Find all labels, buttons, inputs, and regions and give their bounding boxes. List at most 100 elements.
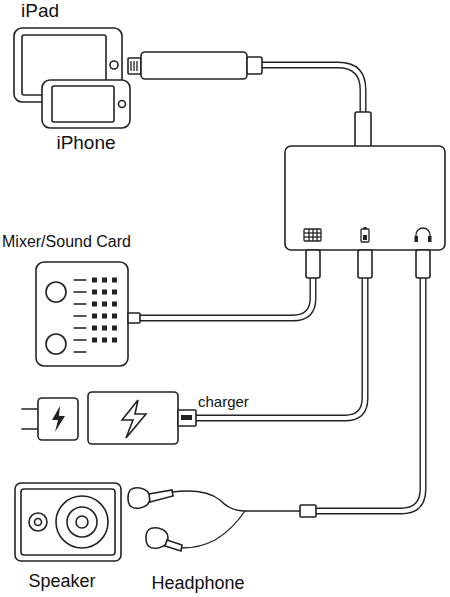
- lightning-plug-part: [247, 57, 262, 74]
- lightning-plug-part: [141, 52, 247, 79]
- battery-icon-part: [363, 235, 367, 240]
- mixer-controls-part: [92, 338, 97, 343]
- mixer-controls-part: [102, 290, 107, 295]
- battery-icon: [361, 227, 369, 242]
- wall-charger-part: [22, 408, 38, 410]
- iphone-device-part: [42, 80, 130, 128]
- wall-charger: [22, 392, 196, 444]
- headphone-icon-part: [428, 236, 432, 242]
- earphones-part: [149, 490, 173, 502]
- mixer-controls-part: [112, 314, 117, 319]
- keyboard-icon-part: [308, 229, 309, 241]
- wall-charger-part: [38, 398, 78, 440]
- mixer-controls-part: [74, 279, 86, 281]
- earphones-part: [128, 488, 150, 509]
- mixer-device-part: [46, 282, 66, 302]
- iphone-device-part: [119, 101, 126, 108]
- lightning-plug-part: [133, 61, 134, 71]
- mixer-controls-part: [92, 302, 97, 307]
- headphone-cable: [316, 276, 423, 511]
- mixer-cable-part: [140, 276, 313, 318]
- lightning-plug-part: [130, 61, 131, 71]
- earphones: [128, 488, 316, 551]
- keyboard-icon-part: [312, 229, 313, 241]
- device-label: Mixer/Sound Card: [2, 233, 131, 251]
- mixer-controls-part: [102, 314, 107, 319]
- wall-charger-part: [22, 428, 38, 430]
- mixer-controls-part: [92, 314, 97, 319]
- adapter-hub-part: [306, 250, 320, 278]
- speaker-device-part: [56, 496, 108, 548]
- mixer-controls-part: [102, 326, 107, 331]
- wall-charger-part: [52, 406, 65, 432]
- mixer-controls-part: [112, 278, 117, 283]
- mixer-cable: [140, 276, 313, 318]
- speaker-device-part: [67, 507, 97, 537]
- speaker-device-part: [21, 489, 115, 555]
- battery-icon-part: [364, 227, 367, 229]
- mixer-controls-part: [112, 290, 117, 295]
- device-label: iPhone: [56, 133, 115, 154]
- speaker-device-part: [15, 483, 121, 561]
- adapter-hub-part: [285, 146, 445, 250]
- mixer-device: [36, 262, 140, 366]
- wall-charger-part: [178, 410, 196, 426]
- earphones-part: [300, 505, 316, 517]
- wall-charger-part: [88, 392, 178, 444]
- device-label: Headphone: [151, 574, 244, 594]
- lightning-cable: [262, 65, 363, 114]
- speaker-device: [15, 483, 121, 561]
- device-label: charger: [198, 394, 249, 411]
- earphones-part: [182, 511, 245, 548]
- headphone-cable-part: [316, 276, 423, 511]
- mixer-device-part: [128, 313, 140, 323]
- earphones-part: [172, 491, 300, 511]
- speaker-device-part: [35, 519, 42, 526]
- speaker-device-part: [29, 513, 47, 531]
- mixer-controls-part: [112, 338, 117, 343]
- speaker-device-part: [76, 516, 88, 528]
- lightning-cable-part: [262, 65, 363, 114]
- mixer-controls-part: [102, 338, 107, 343]
- mixer-controls: [74, 278, 117, 353]
- mixer-controls-part: [74, 315, 86, 317]
- keyboard-icon-part: [316, 229, 317, 241]
- iphone-device-part: [52, 86, 114, 122]
- mixer-controls-part: [92, 290, 97, 295]
- headphone-icon-part: [415, 236, 419, 242]
- adapter-hub-part: [355, 112, 371, 147]
- adapter-hub-part: [358, 250, 372, 278]
- mixer-controls-part: [74, 291, 86, 293]
- headphone-icon-part: [416, 228, 430, 239]
- headphone-cable-part: [316, 276, 423, 511]
- earphones-part: [165, 540, 182, 551]
- mixer-controls-part: [74, 327, 86, 329]
- mixer-controls-part: [74, 351, 86, 353]
- ipad-device-part: [110, 61, 118, 69]
- mixer-controls-part: [92, 326, 97, 331]
- charger-cable: [196, 276, 365, 418]
- wall-charger-part: [181, 415, 192, 420]
- device-label: iPad: [21, 1, 59, 22]
- mixer-device-part: [46, 334, 66, 354]
- mixer-controls-part: [74, 339, 86, 341]
- iphone-device: [42, 80, 130, 128]
- charger-cable-part: [196, 276, 365, 418]
- mixer-device-part: [36, 262, 128, 366]
- mixer-controls-part: [92, 278, 97, 283]
- lightning-plug: [128, 52, 262, 79]
- wall-charger-part: [122, 400, 146, 438]
- mixer-controls-part: [112, 326, 117, 331]
- mixer-controls-part: [102, 302, 107, 307]
- headphone-icon: [415, 228, 432, 242]
- adapter-hub-part: [416, 250, 430, 278]
- keyboard-icon-part: [304, 229, 321, 241]
- charger-cable-part: [196, 276, 365, 418]
- mixer-controls-part: [112, 302, 117, 307]
- lightning-cable-part: [262, 65, 363, 114]
- battery-icon-part: [361, 229, 369, 242]
- lightning-plug-part: [128, 58, 141, 74]
- keyboard-icon: [304, 229, 321, 241]
